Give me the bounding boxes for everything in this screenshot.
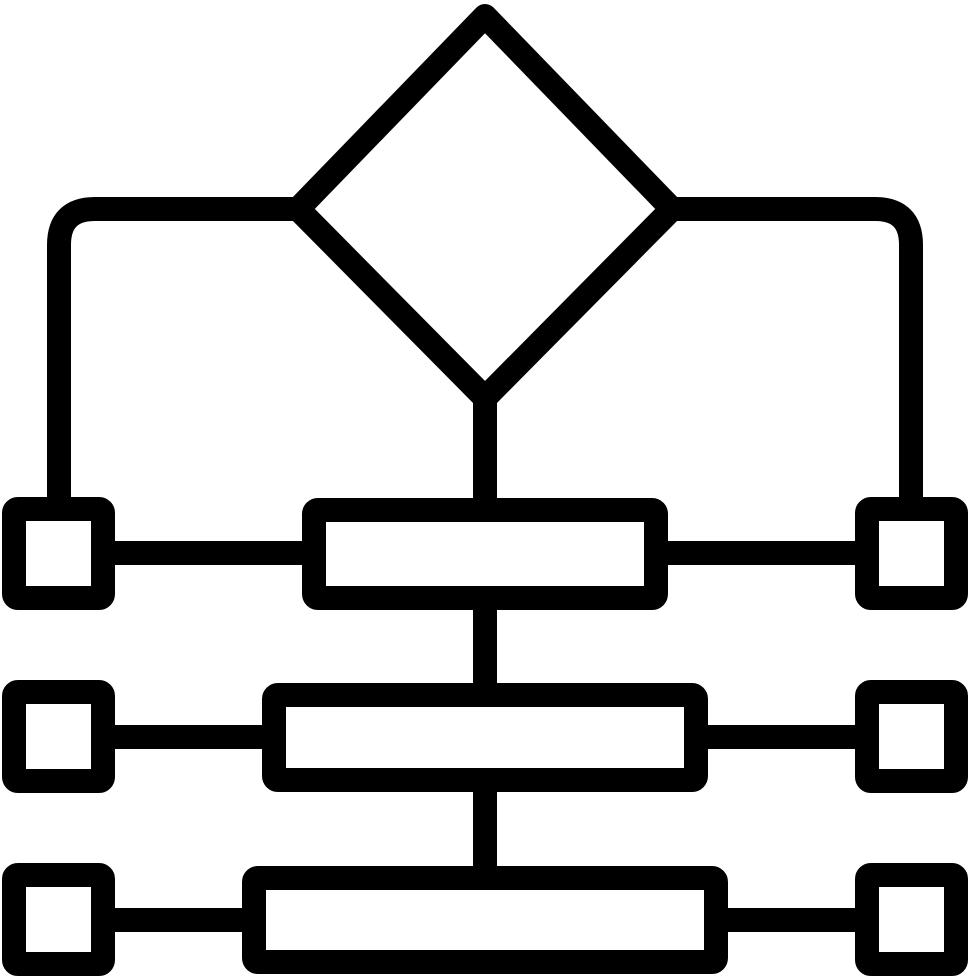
process-box-1	[302, 498, 668, 610]
side-square-left-1	[2, 497, 115, 610]
left-branch-connector	[47, 197, 298, 497]
process-box-2	[262, 683, 708, 792]
side-square-left-2	[2, 680, 115, 793]
side-square-left-3	[2, 863, 115, 976]
side-square-right-3	[855, 863, 968, 976]
process-box-3	[242, 866, 728, 974]
side-square-right-1	[855, 497, 968, 610]
decision-diamond	[286, 4, 684, 410]
side-square-right-2	[855, 680, 968, 793]
right-branch-connector	[672, 197, 923, 497]
